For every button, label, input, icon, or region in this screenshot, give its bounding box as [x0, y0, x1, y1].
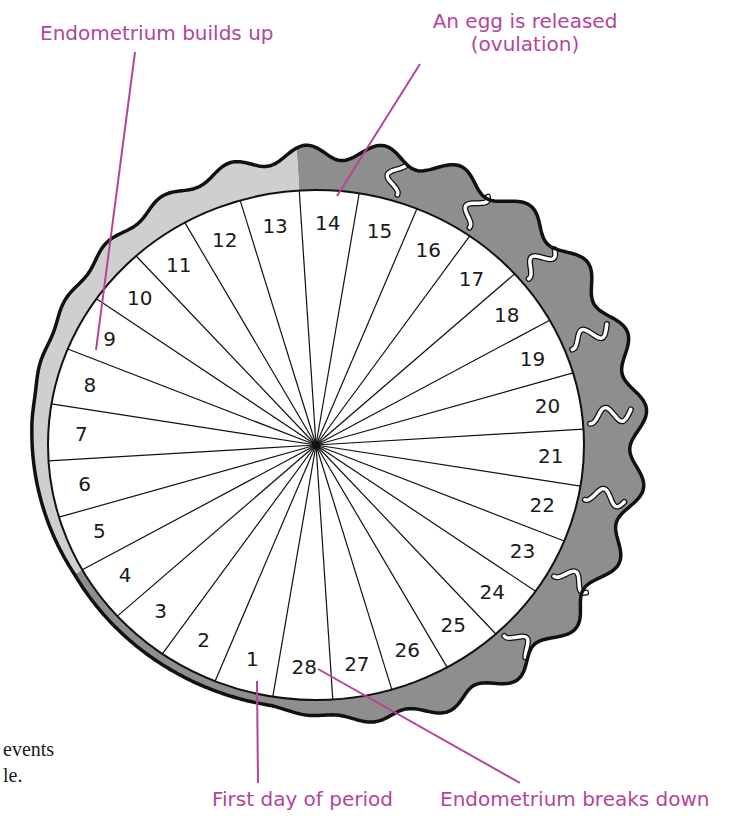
gland-outline: [590, 408, 631, 424]
caption-fragment: le.: [3, 764, 22, 787]
day-disc: [48, 190, 584, 700]
day-number: 20: [535, 395, 560, 418]
gland-outline: [465, 197, 488, 228]
day-divider: [316, 445, 580, 486]
callout-label: An egg is released (ovulation): [420, 10, 630, 56]
day-divider: [316, 320, 550, 445]
day-number: 28: [292, 655, 317, 678]
day-divider: [316, 445, 447, 667]
day-number: 9: [103, 327, 116, 350]
gland-outline: [387, 166, 405, 195]
leader-line: [318, 669, 520, 783]
center-dot: [312, 441, 320, 449]
caption-fragment: events: [3, 738, 54, 761]
day-divider: [136, 256, 316, 445]
day-number: 23: [510, 540, 535, 563]
day-divider: [316, 274, 515, 445]
day-number: 12: [212, 229, 237, 252]
gland-outline: [572, 324, 607, 350]
day-number: 17: [459, 267, 484, 290]
day-number: 14: [315, 212, 340, 235]
gland: [387, 166, 405, 195]
day-divider: [96, 299, 316, 445]
day-divider: [316, 373, 573, 445]
day-number: 26: [395, 638, 420, 661]
day-divider: [316, 209, 417, 445]
day-divider: [215, 445, 316, 681]
day-divider: [316, 445, 496, 634]
day-divider: [316, 445, 564, 541]
day-divider: [240, 200, 316, 445]
uterus-outline: [32, 145, 647, 722]
day-divider: [316, 236, 470, 445]
gland: [572, 324, 607, 350]
gland-outline: [529, 249, 556, 278]
day-divider: [82, 445, 316, 570]
day-number: 15: [367, 220, 392, 243]
leader-line: [257, 681, 258, 783]
day-number: 7: [75, 422, 88, 445]
day-number: 16: [416, 239, 441, 262]
day-number: 5: [93, 520, 106, 543]
callout-label: Endometrium builds up: [40, 22, 274, 45]
day-number: 2: [197, 628, 210, 651]
day-number: 4: [119, 563, 132, 586]
callout-label: First day of period: [212, 788, 393, 811]
day-divider: [316, 429, 583, 445]
day-divider: [316, 445, 392, 690]
day-divider: [59, 445, 316, 517]
day-number: 13: [262, 215, 287, 238]
day-divider: [162, 445, 316, 654]
day-divider: [52, 404, 316, 445]
day-divider: [316, 445, 333, 700]
gland: [504, 636, 528, 657]
day-number: 22: [529, 494, 554, 517]
gland-outline: [585, 489, 624, 507]
gland: [465, 197, 488, 228]
gland-outline: [504, 636, 528, 657]
day-number: 11: [166, 253, 191, 276]
day-number: 24: [480, 580, 505, 603]
day-divider: [316, 445, 536, 591]
gland: [590, 408, 631, 424]
day-number: 21: [538, 445, 563, 468]
day-number: 27: [344, 652, 369, 675]
day-number: 19: [520, 347, 545, 370]
day-number: 3: [154, 600, 167, 623]
leader-line: [337, 64, 420, 196]
day-number: 6: [78, 472, 91, 495]
day-divider: [49, 445, 316, 461]
day-number: 10: [127, 287, 152, 310]
gland: [585, 489, 624, 507]
day-divider: [117, 445, 316, 616]
day-number: 1: [246, 647, 259, 670]
gland: [529, 249, 556, 278]
day-divider: [299, 190, 316, 445]
day-number: 25: [440, 614, 465, 637]
day-number: 18: [494, 304, 519, 327]
day-divider: [68, 349, 316, 445]
callout-label: Endometrium breaks down: [440, 788, 710, 811]
day-number: 8: [83, 373, 96, 396]
day-divider: [185, 223, 316, 445]
